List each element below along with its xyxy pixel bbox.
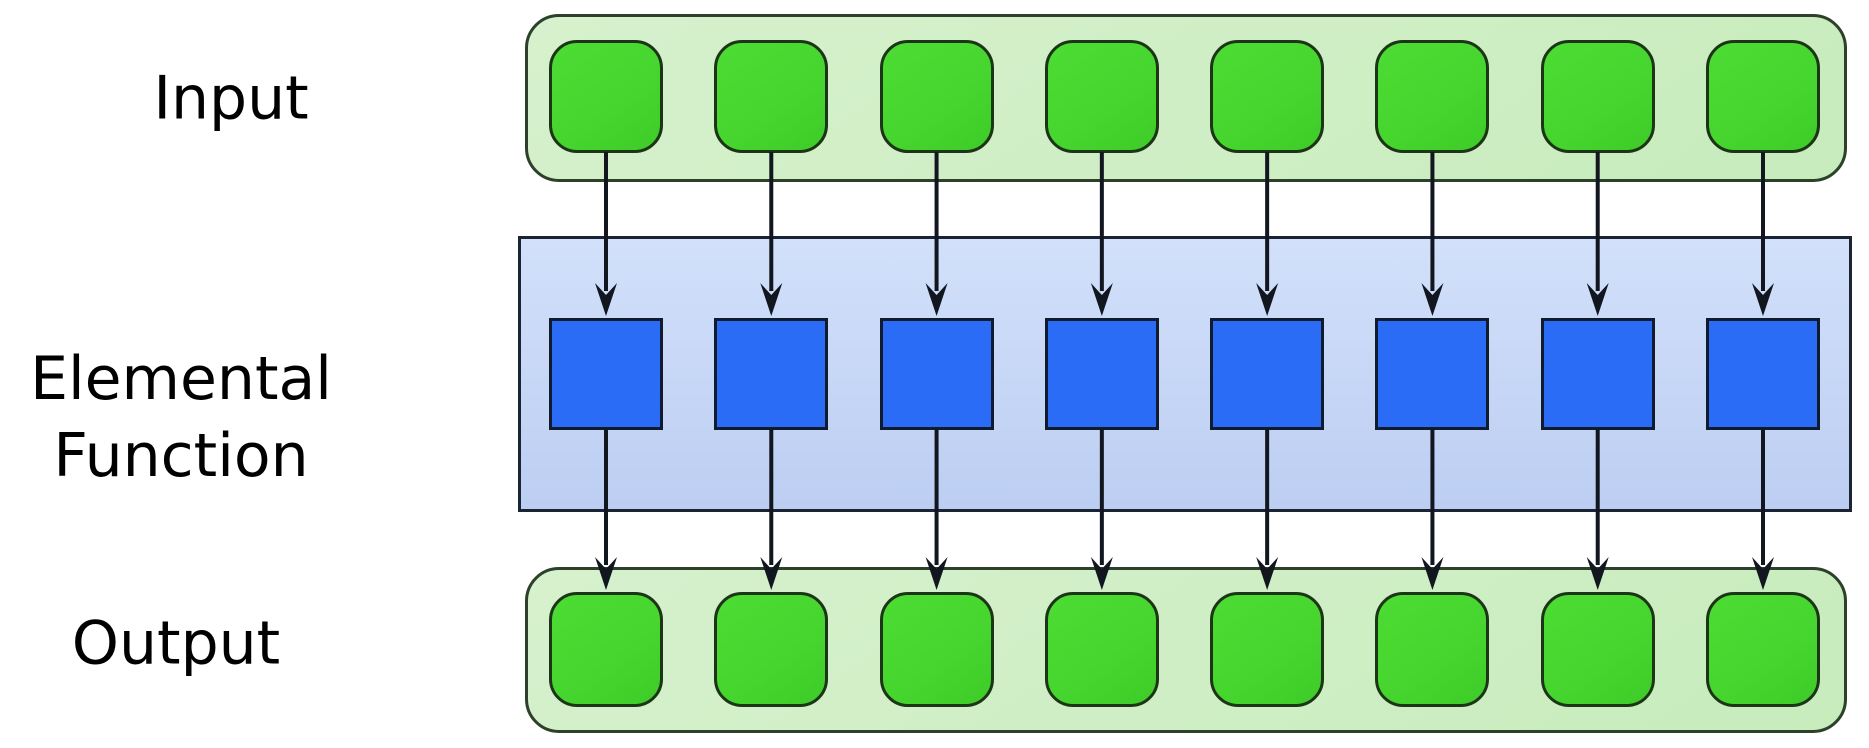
output-label: Output	[71, 608, 281, 679]
elemental-function-item	[1375, 318, 1490, 430]
elemental-function-item	[1706, 318, 1820, 430]
elemental-function-item	[1540, 318, 1655, 430]
output-item	[1540, 592, 1655, 707]
input-item	[1044, 40, 1159, 153]
input-item	[549, 40, 663, 153]
output-item	[1210, 592, 1325, 707]
output-item	[1706, 592, 1820, 707]
output-item	[714, 592, 829, 707]
input-item	[1375, 40, 1490, 153]
elemental-function-item	[1044, 318, 1159, 430]
elemental-function-item	[549, 318, 663, 430]
input-item	[1706, 40, 1820, 153]
output-item	[1044, 592, 1159, 707]
input-item	[714, 40, 829, 153]
input-label: Input	[153, 63, 309, 134]
elemental-function-item	[879, 318, 994, 430]
output-item	[879, 592, 994, 707]
output-item	[549, 592, 663, 707]
input-item	[1540, 40, 1655, 153]
input-item	[1210, 40, 1325, 153]
elemental-function-item	[1210, 318, 1325, 430]
input-item	[879, 40, 994, 153]
output-item	[1375, 592, 1490, 707]
elemental-function-label: Elemental Function	[30, 344, 332, 491]
elemental-function-item	[714, 318, 829, 430]
